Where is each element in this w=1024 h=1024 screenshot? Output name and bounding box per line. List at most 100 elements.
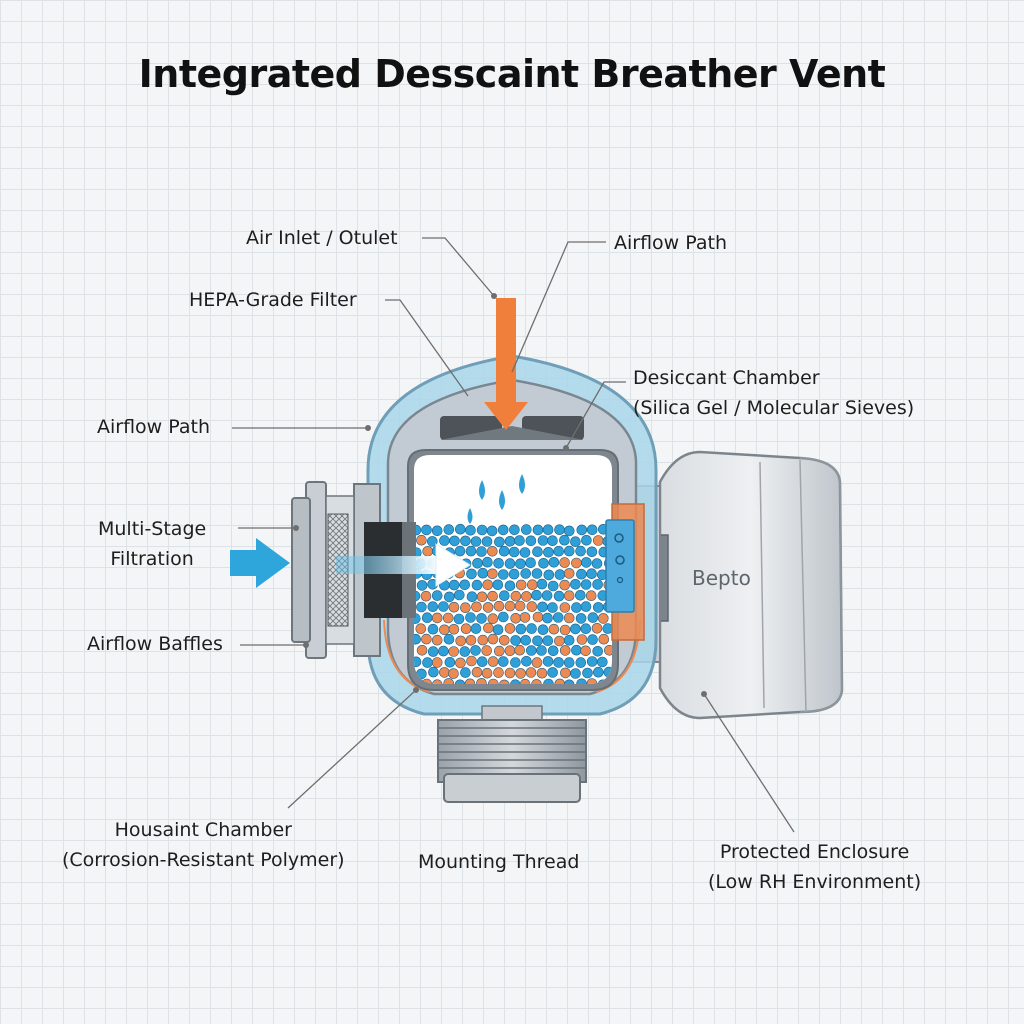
desiccant-bead [554, 569, 566, 580]
desiccant-bead [552, 612, 564, 623]
desiccant-bead [439, 624, 450, 636]
desiccant-bead [548, 623, 560, 635]
desiccant-bead [448, 601, 460, 613]
desiccant-bead [525, 667, 537, 678]
desiccant-bead [598, 633, 610, 645]
desiccant-bead [510, 590, 522, 602]
membrane-panel [605, 503, 645, 641]
desiccant-bead [504, 645, 516, 657]
desiccant-bead [466, 568, 477, 580]
label-housing-chamber: Housaint Chamber (Corrosion-Resistant Po… [62, 815, 345, 875]
desiccant-bead [559, 602, 571, 613]
desiccant-bead [570, 623, 581, 635]
desiccant-bead [537, 624, 549, 636]
desiccant-bead [471, 579, 483, 591]
desiccant-bead [510, 612, 522, 624]
desiccant-bead [453, 589, 465, 601]
airflow-arrow-inner [336, 543, 471, 587]
label-air-inlet: Air Inlet / Otulet [246, 227, 398, 249]
desiccant-bead [482, 579, 494, 591]
desiccant-bead [416, 644, 428, 656]
desiccant-bead [465, 612, 476, 623]
desiccant-bead [559, 624, 571, 636]
desiccant-bead [526, 579, 538, 591]
desiccant-bead [482, 602, 494, 613]
desiccant-bead [591, 558, 603, 569]
desiccant-bead [592, 666, 604, 678]
desiccant-bead [438, 645, 449, 657]
desiccant-bead [449, 535, 460, 547]
airflow-arrow-left [230, 538, 290, 588]
leader-lines [232, 237, 795, 833]
label-enclosure-line1: Protected Enclosure [719, 841, 910, 863]
desiccant-bead [498, 545, 510, 557]
desiccant-bead [515, 623, 527, 635]
desiccant-bead [576, 634, 588, 645]
desiccant-bead [520, 634, 532, 646]
label-multi-stage-filtration: Multi-Stage Filtration [98, 514, 206, 574]
desiccant-bead [508, 546, 520, 558]
desiccant-bead [493, 645, 505, 657]
desiccant-bead [536, 578, 548, 590]
desiccant-bead [426, 536, 438, 547]
desiccant-bead [519, 678, 531, 684]
desiccant-bead [438, 601, 449, 612]
desiccant-bead [487, 590, 498, 602]
desiccant-bead [581, 534, 592, 546]
desiccant-bead [563, 545, 575, 557]
desiccant-bead [570, 536, 581, 548]
desiccant-bead [460, 602, 471, 614]
desiccant-bead [532, 635, 543, 647]
label-desiccant-chamber-title: Desiccant Chamber [633, 367, 820, 389]
desiccant-bead [420, 590, 432, 602]
page-title: Integrated Desscaint Breather Vent [138, 52, 886, 96]
desiccant-bead [415, 623, 427, 635]
desiccant-bead [508, 568, 520, 580]
desiccant-bead [497, 569, 509, 580]
desiccant-bead [504, 600, 516, 612]
desiccant-bead [536, 667, 548, 679]
desiccant-bead [470, 645, 481, 656]
desiccant-bead [563, 657, 575, 668]
desiccant-bead [454, 679, 466, 684]
desiccant-bead [427, 601, 439, 613]
desiccant-bead [465, 524, 476, 536]
desiccant-bead [504, 667, 516, 679]
desiccant-bead [592, 579, 603, 590]
desiccant-bead [526, 601, 538, 612]
desiccant-bead [482, 556, 493, 568]
desiccant-bead [470, 536, 482, 547]
desiccant-bead [554, 635, 565, 647]
desiccant-bead [421, 612, 433, 624]
desiccant-bead [454, 523, 466, 535]
desiccant-bead [448, 623, 460, 635]
desiccant-bead [563, 679, 575, 684]
desiccant-bead [554, 524, 565, 536]
desiccant-bead [442, 612, 454, 624]
desiccant-bead [559, 579, 571, 591]
desiccant-bead [481, 667, 493, 679]
desiccant-bead [586, 524, 598, 536]
desiccant-bead [421, 524, 432, 536]
desiccant-bead [431, 525, 443, 537]
desiccant-bead [559, 645, 571, 656]
desiccant-bead [498, 679, 510, 684]
desiccant-bead [443, 591, 455, 603]
desiccant-bead [466, 655, 477, 667]
desiccant-bead [586, 546, 598, 558]
desiccant-bead [538, 557, 549, 569]
desiccant-bead [466, 591, 478, 603]
desiccant-bead [575, 613, 587, 624]
desiccant-bead [532, 524, 544, 536]
desiccant-bead [422, 657, 433, 668]
desiccant-bead [509, 524, 520, 536]
desiccant-bead [570, 668, 581, 679]
desiccant-bead [547, 535, 558, 547]
desiccant-bead [459, 579, 471, 591]
desiccant-bead [580, 601, 592, 612]
desiccant-bead [416, 601, 427, 613]
desiccant-bead [532, 611, 544, 623]
desiccant-bead [492, 579, 504, 591]
desiccant-bead [498, 634, 510, 646]
desiccant-bead [492, 624, 504, 636]
